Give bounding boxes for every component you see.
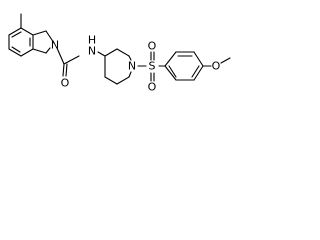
molecule-structure: N O N H N S O O O: [8, 13, 231, 94]
amide-nh-bond: [97, 51, 106, 57]
sulfonyl-oxygen-top-label: O: [148, 40, 157, 53]
sulfonyl-group: [150, 51, 166, 82]
sulfur-label: S: [149, 60, 156, 73]
carboxamide-group: [56, 47, 80, 77]
methoxyphenyl-ring: [164, 51, 204, 81]
indoline-benzene-ring: [8, 27, 34, 57]
indoline-nitrogen-label: N: [51, 39, 59, 52]
sulfonyl-oxygen-bottom-label: O: [148, 81, 157, 94]
methoxy-group: [202, 57, 231, 67]
carbonyl-oxygen-label: O: [61, 77, 70, 90]
indoline-pyrrolidine-ring: [32, 30, 55, 54]
methoxy-oxygen-label: O: [212, 60, 221, 73]
piperidine-ring: [104, 48, 132, 85]
amide-hydrogen-label: H: [88, 34, 96, 47]
piperidine-nitrogen-label: N: [128, 60, 136, 73]
amide-nitrogen-label: N: [88, 45, 96, 58]
